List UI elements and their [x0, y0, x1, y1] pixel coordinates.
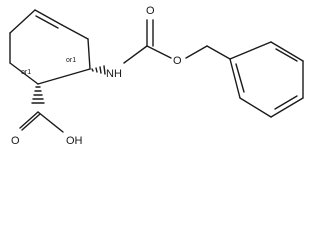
ring-double-bond: [34, 9, 63, 26]
ring-bond-top-right: [61, 24, 89, 40]
acid-hydroxyl: OH: [66, 135, 83, 147]
ring-double-bond-inner: [35, 15, 59, 29]
carbamate-linker: NH O O: [106, 5, 231, 80]
cyclohexene-ring: [9, 9, 91, 85]
benzene-ring: [229, 41, 304, 118]
ring-bond-right: [87, 38, 91, 70]
benzene-double-bond-1: [235, 63, 245, 93]
ring-bond-bottom-left: [9, 62, 39, 85]
stereo-label-c2: or1: [66, 57, 76, 64]
carbonyl-oxygen-label: O: [146, 5, 155, 17]
ring-bond-bottom: [37, 68, 91, 85]
benzene-double-bond-3: [274, 95, 298, 110]
stereo-labels: or1 or1: [21, 57, 76, 76]
ring-bond-top-left: [9, 9, 36, 34]
carboxylic-acid: O OH: [11, 111, 83, 147]
ester-oxygen-label: O: [173, 55, 182, 67]
nitrogen-label: NH: [106, 68, 122, 80]
hashed-wedge-to-cooh: [31, 86, 45, 104]
molecule-structure: O OH NH O O or1 or1: [9, 5, 304, 147]
hashed-wedge-to-nh: [91, 65, 106, 75]
benzene-double-bond-2: [275, 48, 298, 62]
acid-carbonyl-oxygen: O: [11, 135, 20, 147]
stereo-label-c1: or1: [21, 69, 31, 76]
